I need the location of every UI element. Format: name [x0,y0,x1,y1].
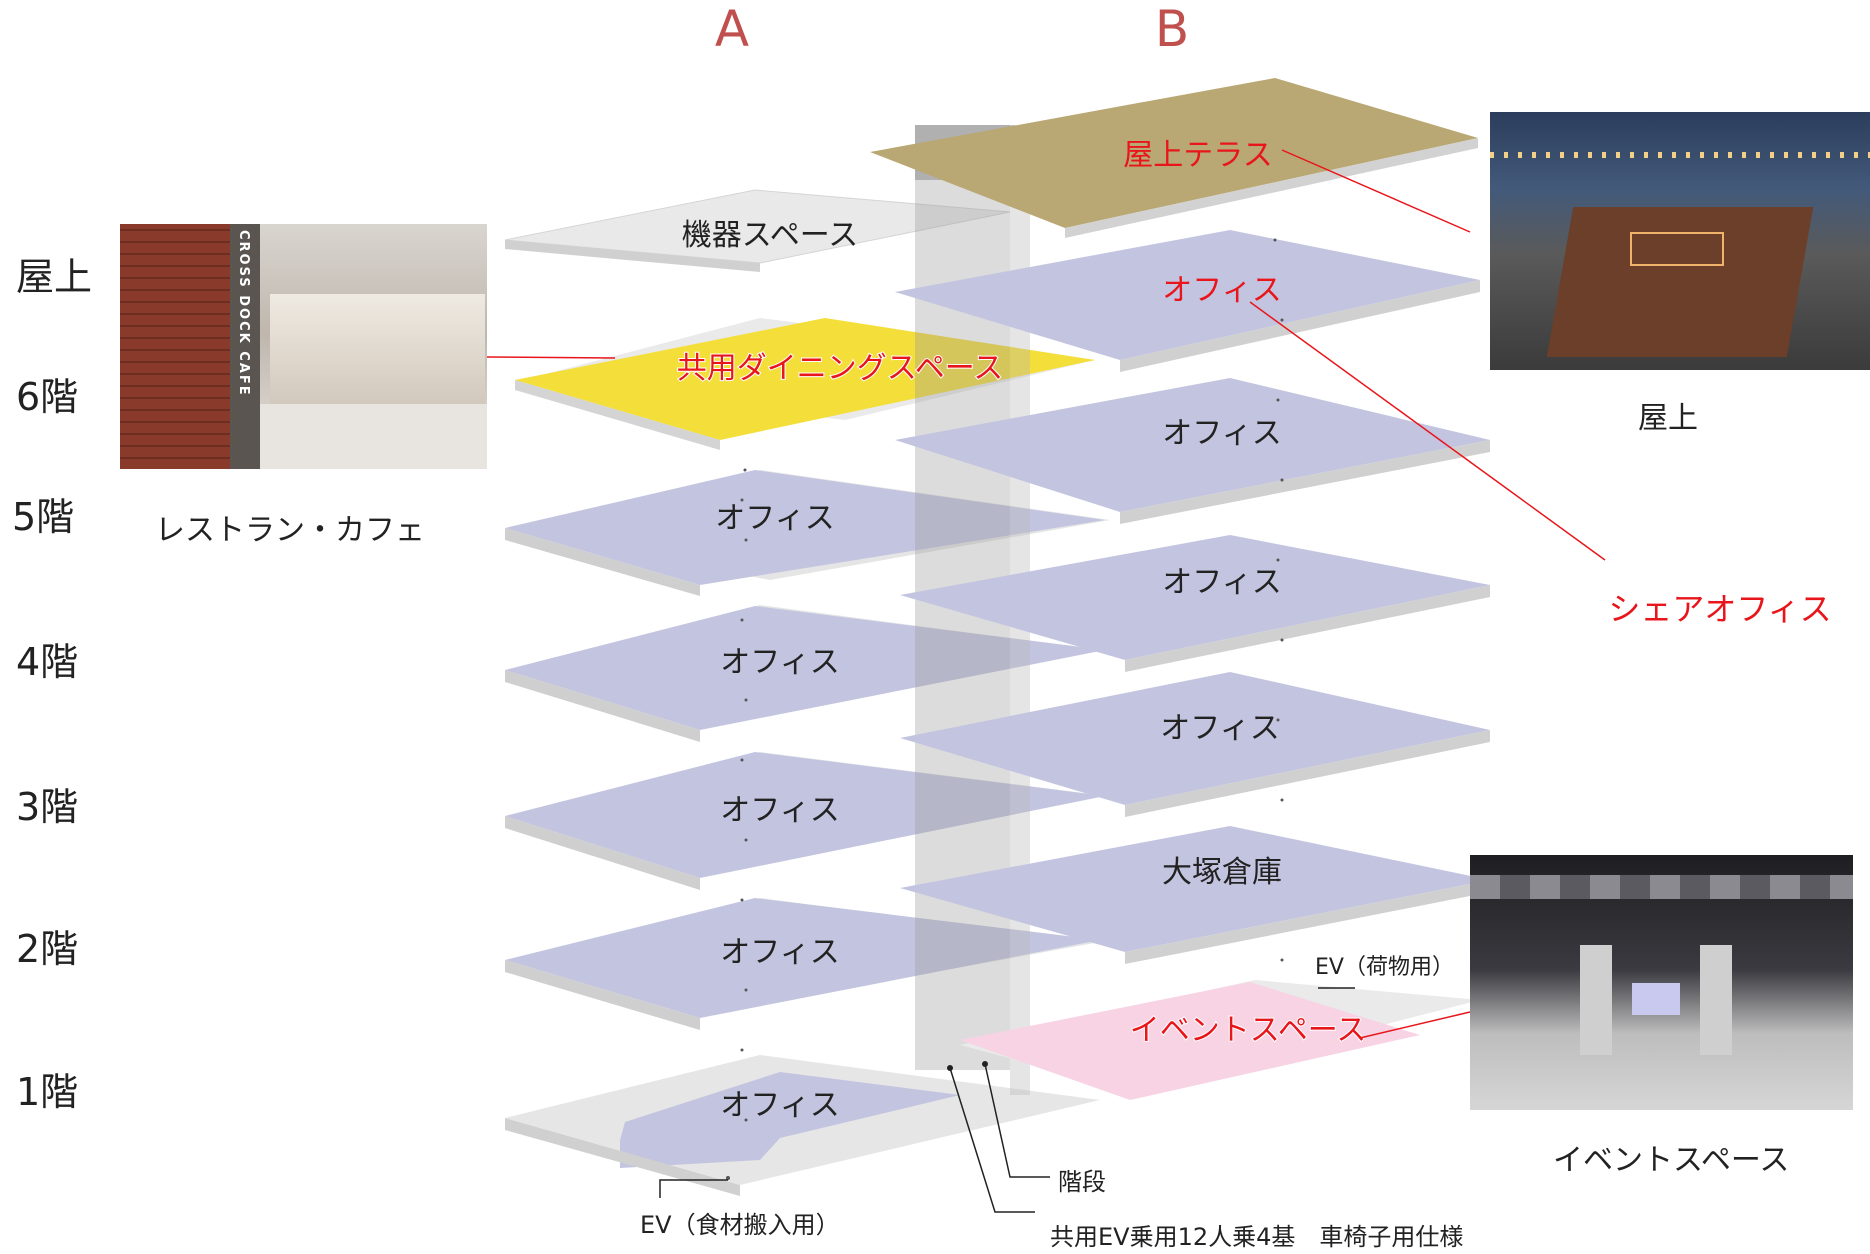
floor-labels: 屋上 6階 5階 4階 3階 2階 1階 [12,255,92,1114]
label-roof-terrace: 屋上テラス [1123,138,1272,173]
rooftop-city-lights [1490,152,1870,158]
cafe-photo: CROSS DOCK CAFE [120,224,487,469]
label-shared-ev: 共用EV乗用12人乗4基 車椅子用仕様 [1050,1223,1463,1251]
label-dining-space: 共用ダイニングスペース [677,351,1003,386]
column-a-label: A [715,0,749,58]
cafe-floor [260,404,487,469]
label-b6-office: オフィス [1162,273,1281,308]
leader-lines [486,149,1606,1213]
label-share-office: シェアオフィス [1608,590,1831,628]
label-machine-space: 機器スペース [682,218,858,253]
slab-b-1f [960,980,1480,1100]
floor-label-3: 3階 [16,785,78,829]
cafe-sign: CROSS DOCK CAFE [230,224,260,469]
event-stage-screen [1632,983,1680,1015]
slab-a-4f [505,605,1105,742]
label-b2-warehouse: 大塚倉庫 [1162,855,1282,890]
event-caption: イベントスペース [1553,1143,1790,1178]
label-event-space: イベントスペース [1130,1013,1366,1048]
label-b5-office: オフィス [1162,416,1281,451]
slab-labels: 機器スペース 共用ダイニングスペース オフィス オフィス オフィス オフィス オ… [676,138,1367,1123]
cafe-caption: レストラン・カフェ [155,513,425,548]
rooftop-photo [1490,112,1870,370]
slab-b-roof [870,78,1478,238]
label-a4-office: オフィス [720,645,839,680]
label-a1-office: オフィス [720,1088,839,1123]
slab-a-6f [515,318,1095,450]
event-pillar-right [1700,945,1732,1055]
cafe-brick-wall [120,224,230,469]
event-ceiling-ducts [1470,875,1853,899]
leader-dot-ev-shared [947,1065,953,1071]
floor-label-4: 4階 [16,640,78,684]
label-b3-office: オフィス [1160,711,1279,746]
rooftop-terrace-outline [1630,232,1724,266]
event-pillar-left [1580,945,1612,1055]
cafe-interior [270,294,485,414]
floor-label-1: 1階 [16,1070,78,1114]
rooftop-roof-surface [1546,207,1814,357]
floor-label-roof: 屋上 [16,255,92,299]
label-b4-office: オフィス [1162,565,1281,600]
label-stairs: 階段 [1058,1168,1106,1196]
slab-b-2f [900,826,1490,964]
slab-a-5f [505,470,1110,596]
slab-a-roof [504,189,1011,272]
floor-label-5: 5階 [12,495,74,539]
slab-b-6f [895,230,1480,372]
floor-label-6: 6階 [16,375,78,419]
slab-b-4f [900,535,1490,672]
label-a2-office: オフィス [720,935,839,970]
slab-b-5f [895,378,1490,524]
label-a3-office: オフィス [720,793,839,828]
rooftop-caption: 屋上 [1638,401,1698,436]
cafe-sign-text: CROSS DOCK CAFE [236,230,251,397]
slab-a-2f [505,898,1100,1030]
column-b-label: B [1155,0,1189,58]
floor-label-2: 2階 [16,927,78,971]
slab-b-3f [900,672,1490,817]
slab-a-3f [505,752,1105,890]
label-ev-cargo: EV（荷物用） [1315,955,1454,980]
event-photo [1470,855,1853,1110]
label-ev-food: EV（食材搬入用） [640,1211,840,1239]
leader-dot-stairs [982,1061,988,1067]
slab-a-1f [505,1055,1100,1196]
label-a5-office: オフィス [715,501,834,536]
stair-dots [726,238,1284,1180]
